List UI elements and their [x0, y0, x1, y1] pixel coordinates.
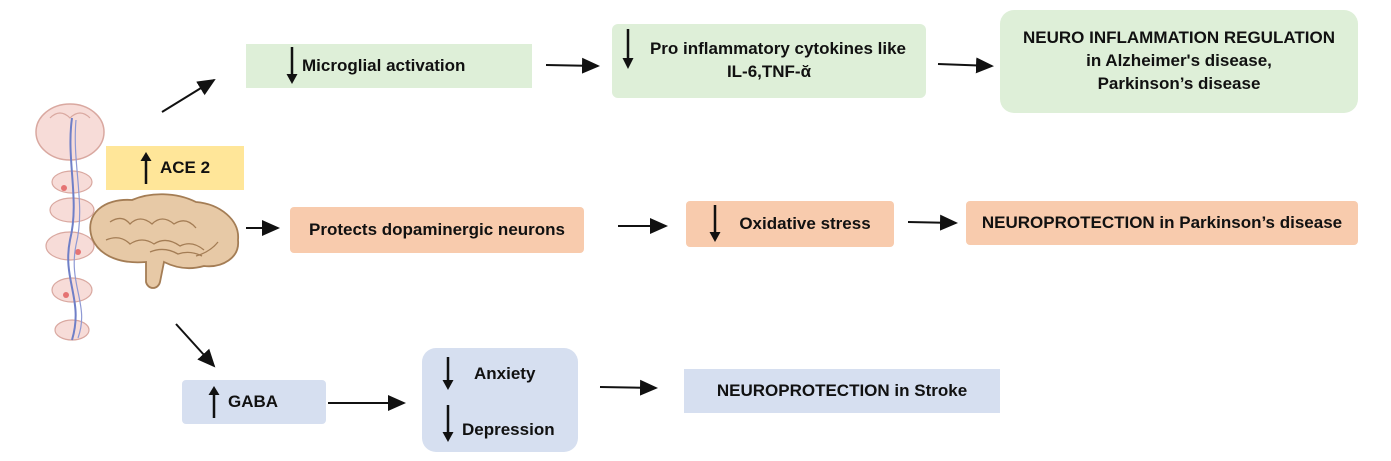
neuroinflammation-line3: Parkinson’s disease — [1097, 73, 1261, 93]
brain-illustration — [89, 193, 239, 289]
ace2-label: ACE 2 — [159, 157, 211, 177]
dopaminergic-label: Protects dopaminergic neurons — [309, 219, 565, 239]
gaba-label: GABA — [227, 391, 279, 411]
cytokines-line1: Pro inflammatory cytokines like — [649, 39, 907, 59]
up-arrow-icon — [208, 386, 220, 418]
dopaminergic-box: Protects dopaminergic neurons — [290, 207, 584, 253]
neuroprotection-parkinsons-label: NEUROPROTECTION in Parkinson’s disease — [981, 212, 1343, 232]
down-arrow-icon — [442, 357, 454, 390]
oxidative-stress-box: Oxidative stress — [686, 201, 894, 247]
neuroprotection-stroke-box: NEUROPROTECTION in Stroke — [684, 369, 1000, 413]
arrow-anxiety-to-stroke — [599, 379, 658, 396]
neuroinflammation-line1: NEURO INFLAMMATION REGULATION — [1023, 28, 1335, 48]
neuroinflammation-box: NEURO INFLAMMATION REGULATION in Alzheim… — [1000, 10, 1358, 113]
down-arrow-icon — [442, 405, 454, 442]
anxiety-label: Anxiety — [474, 363, 536, 383]
arrow-oxidative-to-neuroprotection — [907, 214, 958, 231]
arrow-microglial-to-cytokines — [545, 57, 600, 74]
connector-arrows — [161, 57, 994, 411]
ace2-box: ACE 2 — [106, 146, 244, 190]
down-arrow-icon — [286, 47, 298, 84]
arrow-cytokines-to-neuroinflammation — [937, 57, 994, 74]
oxidative-stress-label: Oxidative stress — [739, 213, 871, 233]
neuroprotection-stroke-label: NEUROPROTECTION in Stroke — [716, 380, 968, 400]
cytokines-line2: IL-6,TNF-ᾰ — [726, 62, 812, 81]
gaba-box: GABA — [182, 380, 326, 424]
brain-spinal-cord-illustration — [35, 103, 105, 341]
neuroprotection-parkinsons-box: NEUROPROTECTION in Parkinson’s disease — [966, 201, 1358, 245]
microglial-activation-label: Microglial activation — [302, 55, 466, 75]
anxiety-depression-box: Anxiety Depression — [422, 348, 578, 452]
neuroinflammation-line2: in Alzheimer's disease, — [1086, 51, 1272, 71]
microglial-activation-box: Microglial activation — [246, 44, 532, 88]
depression-label: Depression — [462, 419, 555, 439]
up-arrow-icon — [140, 152, 152, 184]
arrow-to-microglial — [161, 78, 216, 113]
down-arrow-icon — [709, 205, 721, 242]
cytokines-box: Pro inflammatory cytokines like IL-6,TNF… — [612, 24, 926, 98]
down-arrow-icon — [622, 29, 634, 69]
arrow-to-gaba — [175, 323, 216, 368]
